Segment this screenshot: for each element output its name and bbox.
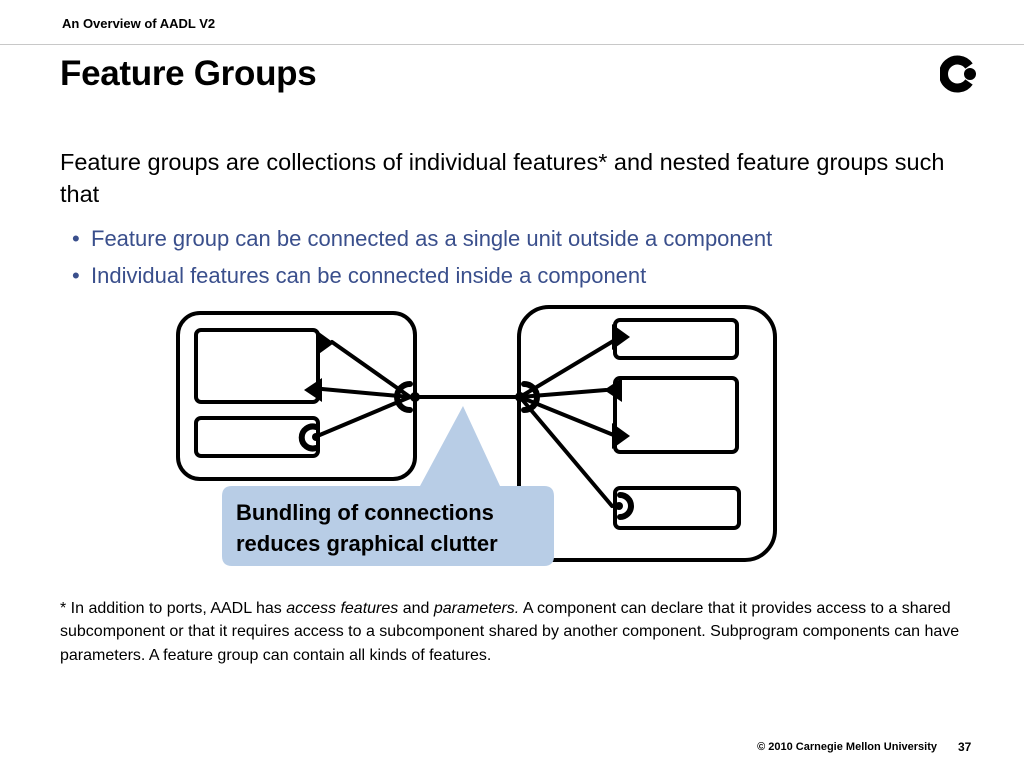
connection-point bbox=[515, 392, 525, 402]
callout-line-2: reduces graphical clutter bbox=[236, 531, 498, 556]
left-subcomponent-top bbox=[194, 328, 320, 404]
footnote-text: A component can declare that it provides… bbox=[60, 600, 960, 664]
footnote-emphasis: access features bbox=[286, 600, 399, 617]
connection-line bbox=[313, 395, 412, 439]
feature-group-symbol-icon bbox=[521, 381, 540, 413]
right-subcomponent-top bbox=[613, 318, 739, 360]
connection-line bbox=[518, 395, 614, 508]
footnote-text: * In addition to ports, AADL has bbox=[60, 600, 287, 617]
presentation-title: An Overview of AADL V2 bbox=[62, 16, 216, 31]
header-divider bbox=[0, 44, 1024, 45]
feature-group-symbol-icon bbox=[394, 381, 413, 413]
callout-bubble bbox=[222, 406, 554, 566]
connection-point bbox=[410, 392, 420, 402]
connection-point bbox=[312, 433, 320, 441]
out-port-icon bbox=[612, 324, 630, 350]
callout-text: Bundling of connections reduces graphica… bbox=[236, 497, 498, 559]
access-feature-icon bbox=[298, 423, 319, 452]
right-subcomponent-bottom bbox=[613, 486, 741, 530]
bullet-marker: • bbox=[72, 226, 80, 251]
bullet-marker: • bbox=[72, 263, 80, 288]
right-subcomponent-middle bbox=[613, 376, 739, 454]
out-port-icon bbox=[316, 330, 334, 356]
footnote-text: and bbox=[398, 600, 434, 617]
bullet-item: • Individual features can be connected i… bbox=[72, 257, 772, 294]
callout-line-1: Bundling of connections bbox=[236, 500, 494, 525]
footer-copyright: © 2010 Carnegie Mellon University bbox=[757, 741, 937, 753]
intro-paragraph: Feature groups are collections of indivi… bbox=[60, 149, 945, 207]
footnote: * In addition to ports, AADL has access … bbox=[60, 597, 960, 667]
connection-line bbox=[518, 335, 622, 399]
in-port-icon bbox=[304, 378, 322, 402]
bullet-text: Feature group can be connected as a sing… bbox=[91, 226, 773, 251]
footnote-emphasis: parameters. bbox=[433, 600, 520, 617]
bullet-text: Individual features can be connected ins… bbox=[91, 263, 647, 288]
in-port-icon bbox=[604, 378, 622, 402]
connection-point bbox=[615, 502, 623, 510]
bullet-item: • Feature group can be connected as a si… bbox=[72, 220, 772, 257]
cmu-sei-logo-icon bbox=[940, 55, 976, 93]
page-number: 37 bbox=[958, 740, 972, 754]
access-feature-icon bbox=[617, 492, 634, 520]
bullet-list: • Feature group can be connected as a si… bbox=[72, 220, 772, 294]
out-port-icon bbox=[612, 423, 630, 449]
slide-title: Feature Groups bbox=[60, 54, 317, 93]
right-component-box bbox=[517, 305, 777, 562]
